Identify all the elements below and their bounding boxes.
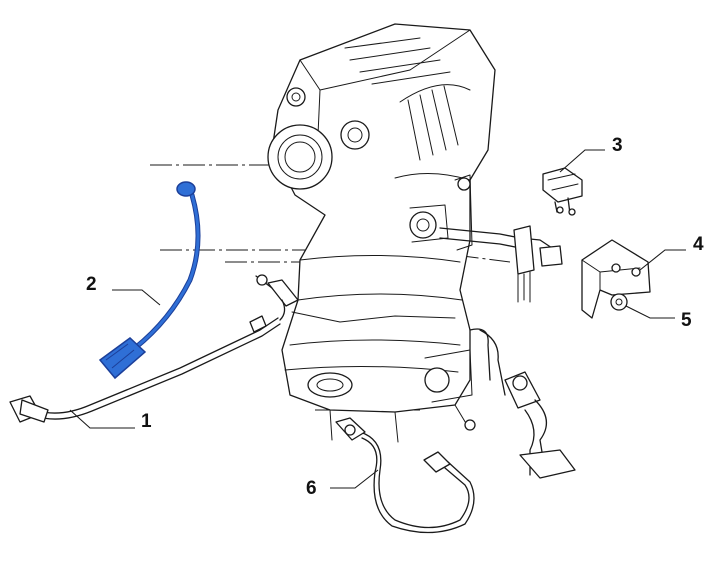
- leader-lines: [69, 149, 686, 489]
- callout-6: 6: [306, 478, 317, 499]
- hose-assembly-right: [464, 328, 576, 479]
- callout-labels: 1 2 3 4 5 6: [86, 135, 704, 499]
- part-4-bracket: [581, 239, 651, 319]
- callout-4: 4: [693, 234, 704, 255]
- callout-5: 5: [681, 310, 692, 331]
- part-1-temperature-sensor: [9, 274, 299, 423]
- pressure-pipes: [439, 174, 563, 303]
- part-2-oxygen-sensor: [98, 181, 201, 380]
- part-3-pressure-sensor: [542, 167, 583, 216]
- callout-3: 3: [612, 135, 623, 156]
- callout-2: 2: [86, 274, 97, 295]
- part-6-temperature-sensor: [335, 417, 475, 534]
- catalytic-converter-housing: [267, 23, 496, 443]
- callout-1: 1: [141, 411, 152, 432]
- part-5-nut: [610, 293, 628, 311]
